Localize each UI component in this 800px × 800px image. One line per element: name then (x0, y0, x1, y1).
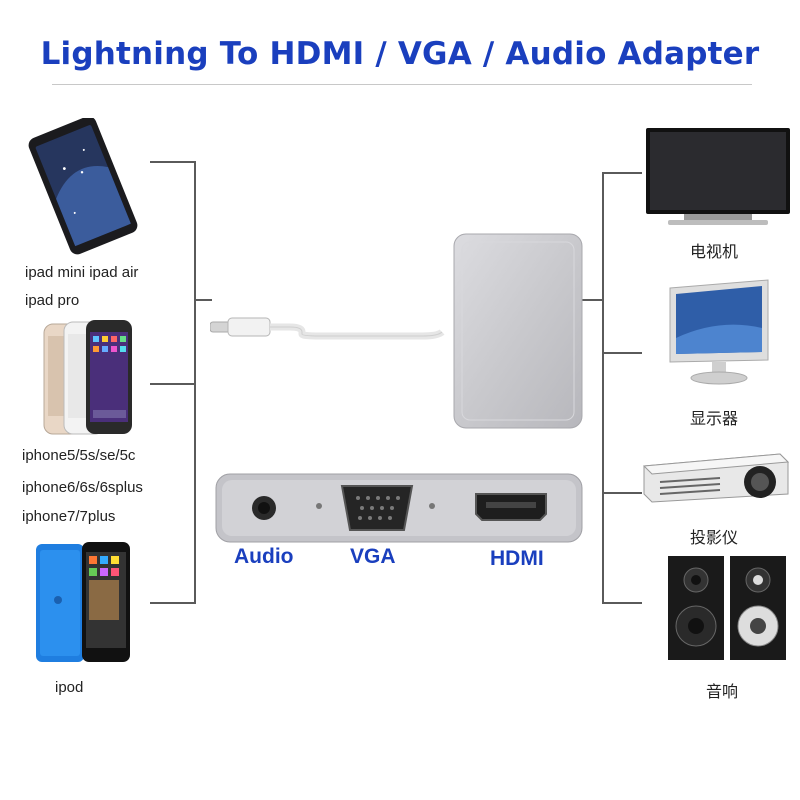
iphone-label-line-2: iphone6/6s/6splus (22, 479, 143, 496)
page-title: Lightning To HDMI / VGA / Audio Adapter (40, 36, 760, 72)
monitor-label: 显示器 (690, 409, 739, 428)
projector-image (640, 448, 792, 513)
speakers-image (666, 552, 788, 667)
iphone-label-line-1: iphone5/5s/se/5c (22, 447, 136, 464)
ipod-image (34, 540, 134, 670)
audio-port-label: Audio (234, 545, 294, 568)
speakers-label: 音响 (706, 682, 739, 701)
iphone-image (30, 318, 140, 441)
monitor-image (664, 278, 772, 393)
tv-image (644, 126, 792, 231)
ipad-label-line-1: ipad mini ipad air (25, 264, 139, 281)
title-divider (52, 84, 752, 85)
hdmi-port-label: HDMI (490, 547, 544, 570)
lightning-cable (209, 312, 460, 357)
iphone-label-line-3: iphone7/7plus (22, 508, 116, 525)
projector-label: 投影仪 (690, 528, 739, 547)
adapter-body (452, 232, 584, 435)
tv-label: 电视机 (690, 242, 739, 261)
ipad-image (28, 116, 138, 263)
port-panel (214, 472, 584, 549)
ipod-label: ipod (55, 679, 84, 696)
vga-port-label: VGA (350, 545, 396, 568)
ipad-label-line-2: ipad pro (25, 292, 80, 309)
